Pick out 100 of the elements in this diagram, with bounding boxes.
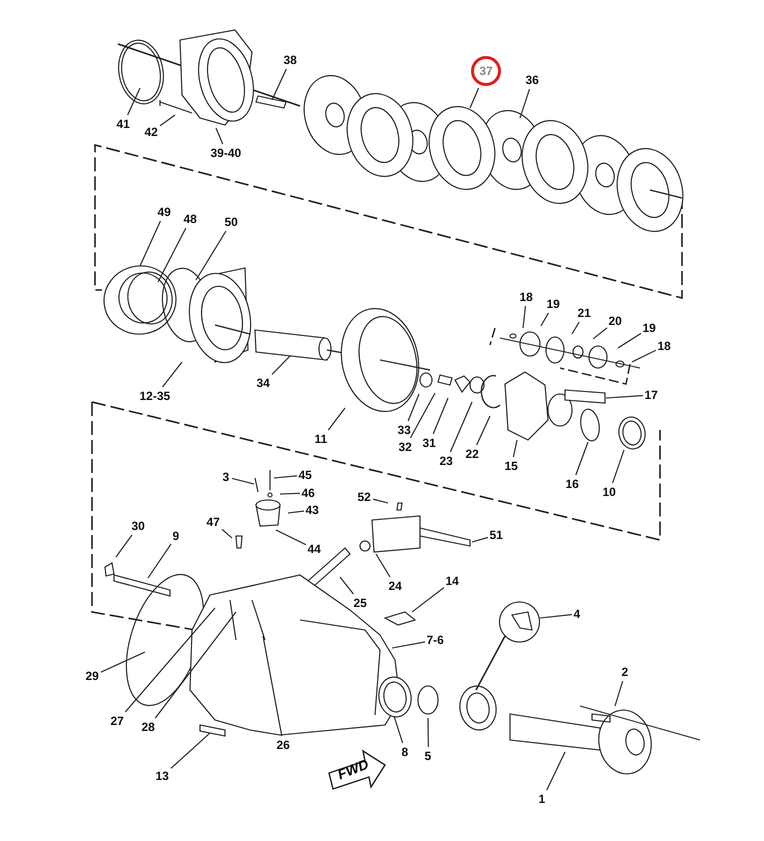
callout-number: 19: [642, 321, 656, 335]
leader-line: [162, 362, 182, 388]
leader-line: [470, 88, 480, 108]
callout-number: 39-40: [210, 146, 242, 160]
callout-number: 44: [308, 542, 321, 556]
callout-number: 19: [546, 297, 560, 311]
leader-line: [572, 322, 580, 334]
leader-line: [519, 88, 530, 118]
callout-number: 15: [504, 459, 518, 473]
leader-line: [512, 440, 518, 458]
leader-line: [450, 402, 472, 452]
leader-line: [170, 732, 210, 769]
callout-number: 2: [622, 665, 628, 679]
leader-line: [376, 554, 390, 578]
leader-line: [408, 394, 420, 422]
leader-line: [472, 536, 488, 543]
callout-number: 11: [314, 432, 328, 446]
callout-number: 20: [608, 314, 622, 328]
leader-line: [410, 392, 436, 438]
callout-number: 8: [402, 745, 408, 759]
callout-number: 10: [602, 485, 616, 499]
leader-line: [276, 530, 306, 546]
callout-number: 41: [116, 117, 130, 131]
callout-number: 50: [224, 215, 238, 229]
leader-line: [288, 510, 304, 514]
callout-number: 51: [490, 528, 503, 542]
leader-line: [614, 680, 624, 706]
callout-number: 9: [172, 529, 180, 543]
callout-number: 4: [574, 607, 580, 621]
callout-number: 23: [440, 454, 453, 468]
callout-number: 29: [86, 669, 99, 683]
direction-arrow-sign: FWD: [327, 747, 387, 793]
callout-number: 18: [658, 339, 671, 353]
leader-line: [154, 612, 236, 718]
leader-line: [432, 398, 448, 434]
leader-line: [272, 68, 287, 100]
callout-number: 30: [132, 519, 145, 533]
leader-line: [372, 498, 388, 504]
leader-line: [100, 652, 146, 673]
callout-number: 52: [358, 490, 371, 504]
leader-line: [412, 587, 444, 612]
leader-line: [216, 128, 224, 144]
leader-line: [160, 114, 176, 126]
leader-line: [124, 608, 216, 712]
callout-number: 43: [306, 503, 319, 517]
callout-number: 32: [398, 440, 412, 454]
callout-number: 48: [184, 212, 197, 226]
leader-line: [575, 442, 589, 476]
callout-number: 45: [298, 468, 312, 482]
leader-line: [222, 528, 232, 538]
leader-line: [140, 220, 161, 266]
leader-line: [328, 408, 346, 430]
callout-number: 37: [471, 56, 501, 86]
callout-number: 42: [144, 125, 158, 139]
callout-number: 7-6: [426, 633, 444, 647]
leader-line: [280, 492, 300, 495]
callout-number: 12-35: [140, 389, 170, 403]
leader-line: [612, 450, 625, 484]
leader-line: [632, 350, 656, 362]
leader-line: [393, 716, 404, 744]
leader-line: [196, 230, 226, 280]
callout-number: 5: [424, 749, 432, 763]
callout-number: 38: [284, 53, 297, 67]
leader-line: [274, 475, 298, 479]
leader-line: [392, 641, 426, 649]
callout-number: 17: [644, 388, 658, 402]
callout-number: 36: [526, 73, 539, 87]
leader-line: [127, 88, 140, 116]
callout-number: 33: [398, 423, 411, 437]
callout-number: 21: [578, 306, 591, 320]
callout-number: 18: [520, 290, 533, 304]
callout-number: 14: [446, 574, 459, 588]
leader-line: [340, 576, 354, 594]
leader-line: [546, 752, 566, 790]
leader-line: [158, 228, 186, 282]
leader-line: [540, 614, 572, 619]
leader-line: [232, 478, 254, 485]
callout-number: 27: [110, 714, 124, 728]
leader-line: [618, 332, 642, 348]
callout-number: 13: [156, 769, 169, 783]
callout-number: 26: [276, 738, 290, 752]
leader-line: [540, 312, 549, 326]
leader-line: [606, 395, 644, 399]
callout-number: 16: [566, 477, 579, 491]
leader-line: [522, 306, 526, 328]
callout-number: 49: [158, 205, 171, 219]
callout-number: 24: [388, 579, 402, 593]
leader-line: [592, 327, 608, 340]
callout-number: 28: [142, 720, 155, 734]
callout-number: 47: [206, 515, 220, 529]
callout-number: 1: [538, 792, 546, 806]
callout-number: 22: [466, 447, 479, 461]
leader-line: [476, 416, 490, 446]
callout-number: 46: [302, 486, 315, 500]
callout-number: 34: [256, 376, 270, 390]
leader-line: [272, 356, 290, 375]
leader-line: [262, 636, 282, 736]
leader-line: [116, 534, 132, 558]
callout-number: 25: [354, 596, 367, 610]
leader-line: [427, 718, 429, 747]
